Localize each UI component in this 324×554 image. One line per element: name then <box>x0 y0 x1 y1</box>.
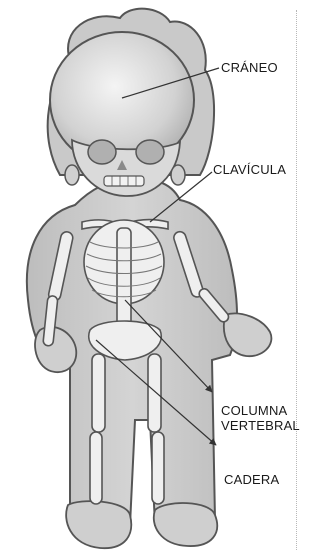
left-tibia <box>90 432 102 504</box>
right-tibia <box>152 432 164 504</box>
left-foot <box>66 501 131 548</box>
right-femur <box>148 354 161 432</box>
right-ear <box>171 165 185 185</box>
label-spine-line1: COLUMNA <box>221 403 300 418</box>
left-eye-socket <box>88 140 116 164</box>
left-femur <box>92 354 105 432</box>
label-hip: CADERA <box>224 472 279 487</box>
spine <box>117 228 131 336</box>
right-foot <box>154 503 217 546</box>
label-spine-line2: VERTEBRAL <box>221 418 300 433</box>
right-eye-socket <box>136 140 164 164</box>
label-skull: CRÁNEO <box>221 60 278 75</box>
label-spine: COLUMNA VERTEBRAL <box>221 403 300 433</box>
left-ear <box>65 165 79 185</box>
teeth <box>104 176 144 186</box>
label-clavicle: CLAVÍCULA <box>213 162 286 177</box>
